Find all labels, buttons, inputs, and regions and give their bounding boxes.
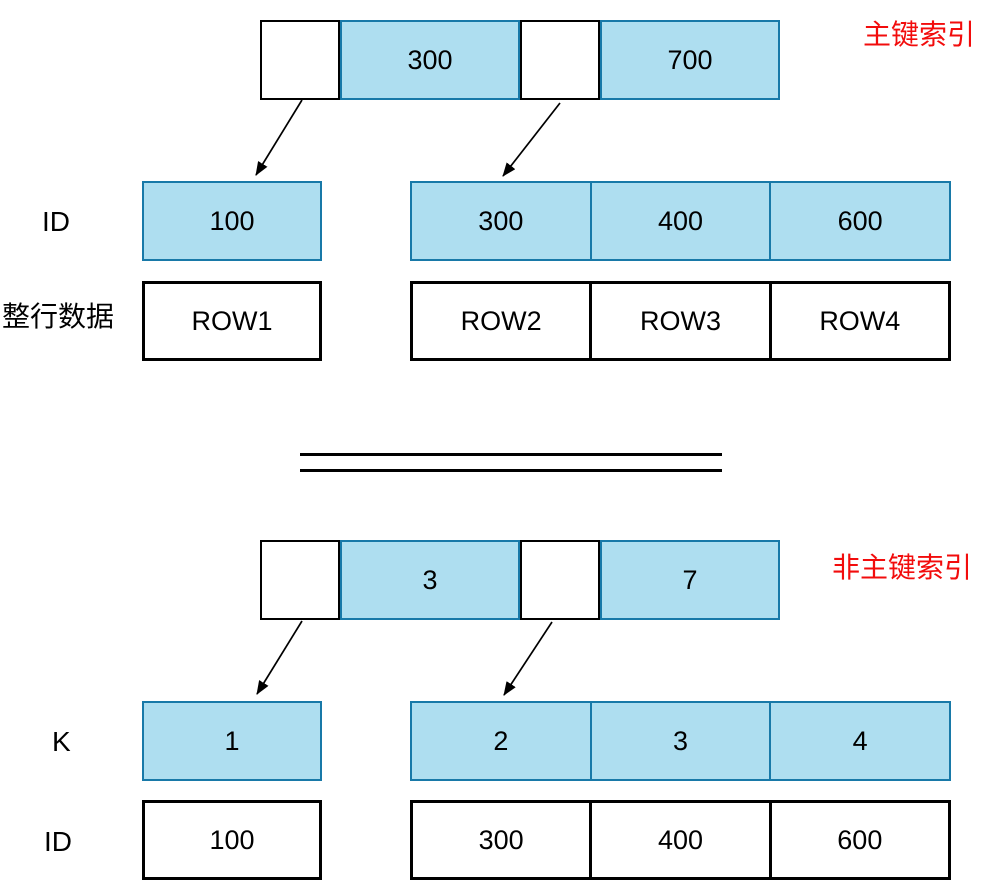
secondary-leaf-id-300: 300 [478, 824, 524, 855]
primary-data-row-label: 整行数据 [2, 301, 115, 332]
secondary-leaf-id-group: 300 400 600 [410, 800, 951, 880]
primary-leaf-row4: ROW4 [768, 284, 948, 358]
secondary-leaf-k-group: 2 3 4 [410, 701, 951, 781]
primary-id-row-label: ID [42, 206, 70, 237]
primary-leaf-id-group: 300 400 600 [410, 181, 951, 261]
primary-leaf-row3: ROW3 [589, 284, 768, 358]
primary-node-key-700: 700 [600, 20, 780, 100]
secondary-k-row-label: K [52, 726, 71, 757]
secondary-id-row-label: ID [44, 826, 72, 857]
secondary-leaf-id-600: 600 [768, 803, 948, 877]
secondary-node-pointer-1 [260, 540, 340, 620]
primary-leaf-row-group: ROW2 ROW3 ROW4 [410, 281, 951, 361]
secondary-node-pointer-2 [520, 540, 600, 620]
primary-index-title: 主键索引 [863, 19, 976, 50]
secondary-arrow-right [503, 621, 553, 696]
primary-leaf-id-400: 400 [589, 183, 770, 259]
primary-node-key-300: 300 [340, 20, 520, 100]
primary-leaf-id-300: 300 [478, 205, 524, 236]
equals-divider [300, 453, 722, 472]
secondary-leaf-k-4: 4 [769, 703, 949, 779]
secondary-leaf-id-400: 400 [589, 803, 768, 877]
primary-leaf-id-600: 600 [769, 183, 949, 259]
secondary-leaf-k-1: 1 [142, 701, 322, 781]
secondary-index-title: 非主键索引 [832, 552, 973, 583]
primary-arrow-right [502, 102, 561, 177]
secondary-arrow-left [256, 620, 303, 695]
secondary-leaf-k-2: 2 [493, 725, 509, 756]
primary-leaf-id-100: 100 [142, 181, 322, 261]
primary-node-pointer-1 [260, 20, 340, 100]
secondary-node-key-3: 3 [340, 540, 520, 620]
primary-leaf-row1: ROW1 [142, 281, 322, 361]
secondary-leaf-k-3: 3 [589, 703, 770, 779]
primary-node-pointer-2 [520, 20, 600, 100]
secondary-leaf-id-100: 100 [142, 800, 322, 880]
primary-leaf-row2: ROW2 [460, 305, 542, 336]
primary-arrow-left [255, 99, 303, 176]
secondary-node-key-7: 7 [600, 540, 780, 620]
